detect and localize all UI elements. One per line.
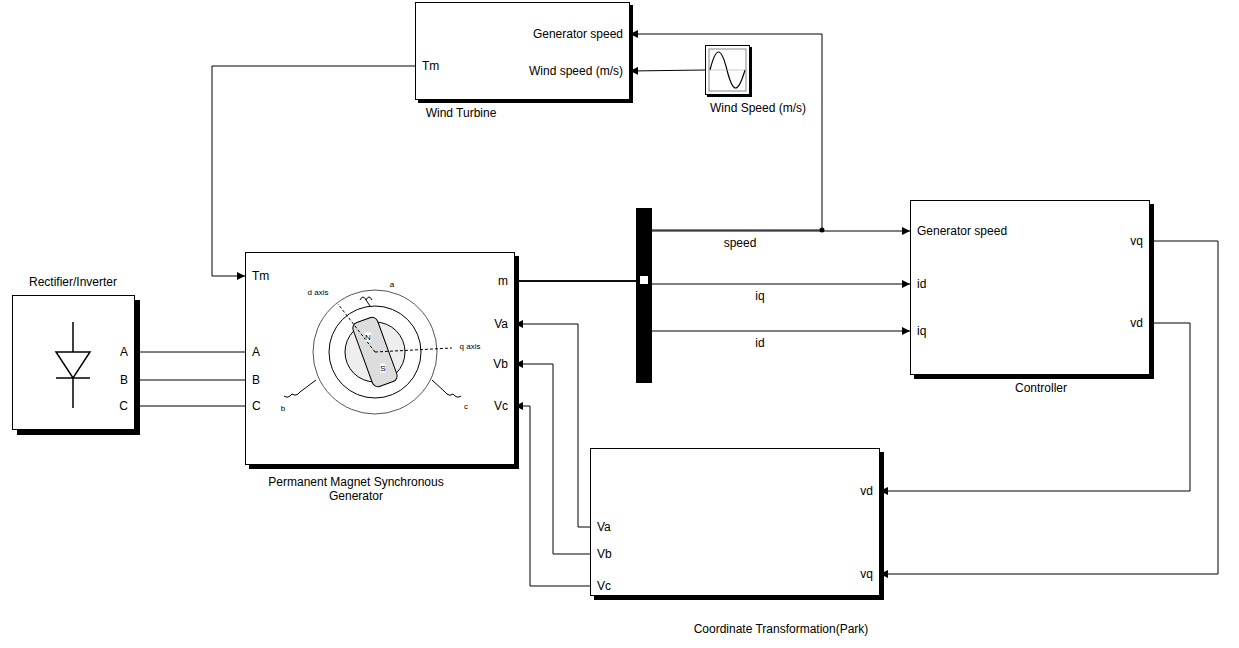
port-label: Tm xyxy=(252,269,269,283)
port-label: Va xyxy=(494,317,508,331)
port-label: m xyxy=(498,274,508,288)
port-label: Vb xyxy=(493,357,508,371)
signal-name: id xyxy=(753,336,766,350)
icon-label: a xyxy=(390,280,394,289)
icon-label: q axis xyxy=(460,342,481,351)
connector-group xyxy=(135,34,1218,586)
controller-block: Generator speedidiqvqvdController xyxy=(910,200,1150,375)
port-label: Generator speed xyxy=(533,27,623,41)
port-label: vq xyxy=(1130,234,1143,248)
port-label: C xyxy=(252,399,261,413)
mux-bar xyxy=(636,208,825,383)
icon-label: d axis xyxy=(308,288,329,297)
icon-label: S xyxy=(380,364,385,373)
port-label: vd xyxy=(860,484,873,498)
port-label: vd xyxy=(1130,316,1143,330)
park-transform-block: VaVbVcvdvqCoordinate Transformation(Park… xyxy=(590,448,880,596)
signal-line xyxy=(880,323,1190,491)
signal-name: iq xyxy=(753,289,766,303)
block-name: Wind Speed (m/s) xyxy=(710,101,806,115)
block-name: Wind Turbine xyxy=(426,106,497,120)
port-label: iq xyxy=(917,324,926,338)
port-label: id xyxy=(917,277,926,291)
signal-line xyxy=(135,406,245,407)
signal-line xyxy=(135,352,245,353)
block-name: Rectifier/Inverter xyxy=(29,275,117,289)
sine-source-block: Wind Speed (m/s) xyxy=(705,45,750,95)
port-label: B xyxy=(252,373,260,387)
signal-line xyxy=(630,70,705,71)
port-label: Tm xyxy=(422,59,439,73)
signal-line xyxy=(135,380,245,381)
port-label: B xyxy=(120,373,128,387)
port-label: vq xyxy=(860,567,873,581)
block-wind-turbine: TmGenerator speedWind speed (m/s)Wind Tu… xyxy=(415,2,630,100)
port-label: Vc xyxy=(597,579,611,593)
sine-wave-icon xyxy=(709,49,746,91)
signal-line xyxy=(515,231,910,281)
port-label: Vb xyxy=(597,547,612,561)
generator-block: TmABCmVaVbVcPermanent Magnet Synchronous… xyxy=(245,252,515,465)
junction-dot xyxy=(820,228,825,233)
port-label: Va xyxy=(597,520,611,534)
port-label: Wind speed (m/s) xyxy=(529,64,623,78)
icon-label: c xyxy=(464,402,468,411)
port-label: A xyxy=(120,345,128,359)
icon-label: N xyxy=(365,333,371,342)
signal-line xyxy=(880,241,1218,574)
signal-name: speed xyxy=(722,236,759,250)
signal-line xyxy=(212,66,415,276)
icon-label: b xyxy=(281,404,285,413)
block-name: Coordinate Transformation(Park) xyxy=(694,622,869,636)
rectifier-block: Rectifier/InverterABC xyxy=(12,295,135,430)
signal-line xyxy=(515,34,822,281)
signal-line xyxy=(515,364,590,554)
diode-symbol xyxy=(56,322,90,408)
port-label: Generator speed xyxy=(917,224,1007,238)
block-name: Controller xyxy=(1015,381,1067,395)
port-label: Vc xyxy=(494,399,508,413)
signal-line xyxy=(515,406,590,586)
machine-icon xyxy=(284,290,461,414)
port-label: A xyxy=(252,345,260,359)
block-name: Permanent Magnet Synchronous Generator xyxy=(256,475,456,503)
port-label: C xyxy=(119,399,128,413)
